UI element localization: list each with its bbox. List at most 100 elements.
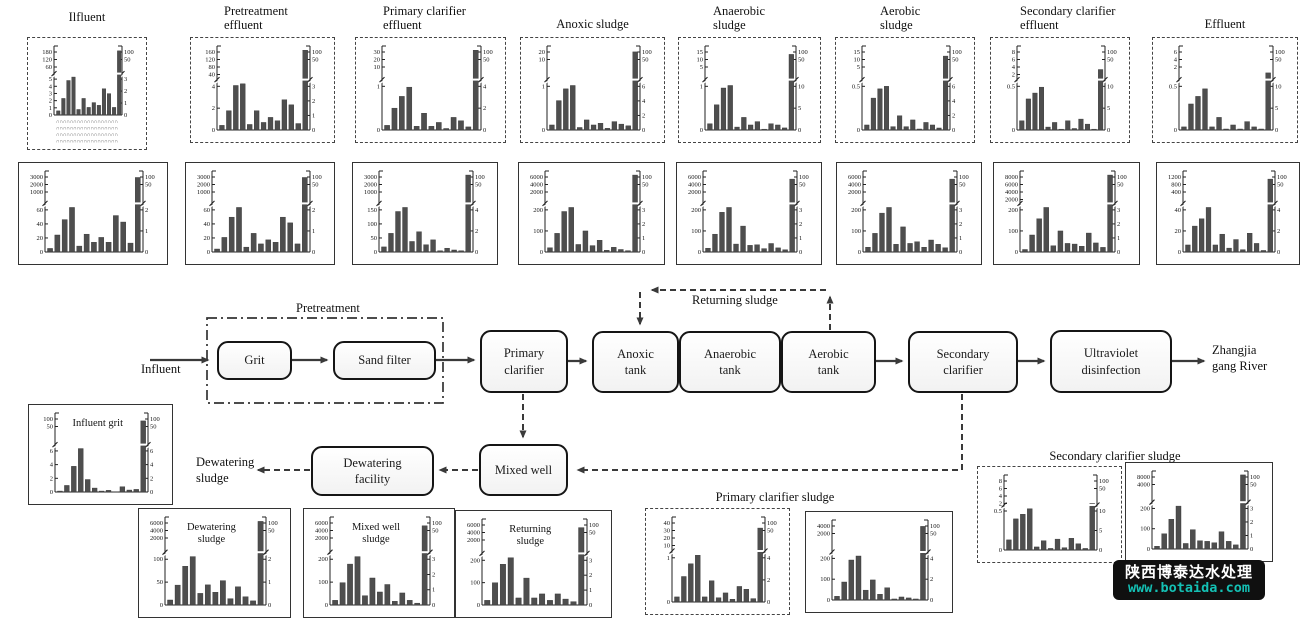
watermark: 陕西博泰达水处理 www.botaida.com [1113,560,1265,600]
svg-text:0: 0 [700,127,703,134]
svg-text:0: 0 [589,602,592,609]
svg-text:3000: 3000 [30,174,43,181]
svg-text:4: 4 [1012,64,1016,71]
svg-text:8000: 8000 [1005,174,1018,181]
svg-text:0: 0 [1099,547,1102,554]
svg-text:2: 2 [475,228,478,235]
svg-text:50: 50 [799,182,806,189]
node-mixed-well: Mixed well [479,444,568,496]
svg-text:50: 50 [47,424,54,431]
svg-text:3: 3 [1117,207,1120,214]
svg-text:20: 20 [664,535,671,542]
svg-text:2: 2 [999,501,1002,508]
svg-text:100: 100 [1140,526,1150,533]
svg-text:5: 5 [857,64,860,71]
svg-text:20: 20 [374,57,381,64]
svg-text:100: 100 [767,520,777,527]
svg-text:100: 100 [589,522,599,529]
svg-text:0: 0 [1250,546,1253,553]
svg-text:2: 2 [483,105,486,112]
svg-text:1: 1 [589,587,592,594]
svg-text:0: 0 [212,127,215,134]
svg-text:15: 15 [697,49,704,56]
svg-text:1: 1 [542,83,545,90]
svg-text:100: 100 [150,416,160,423]
svg-text:1: 1 [124,100,127,107]
svg-text:100: 100 [470,580,480,587]
svg-text:0: 0 [999,547,1002,554]
svg-text:10: 10 [854,57,861,64]
svg-text:3000: 3000 [197,174,210,181]
svg-text:2: 2 [642,221,645,228]
svg-text:50: 50 [475,182,482,189]
svg-text:0: 0 [377,127,380,134]
svg-text:2: 2 [1174,64,1177,71]
svg-text:3: 3 [959,207,962,214]
svg-text:100: 100 [799,174,809,181]
svg-text:10: 10 [664,543,671,550]
svg-text:50: 50 [930,531,937,538]
svg-text:2: 2 [145,207,148,214]
svg-text:0: 0 [124,112,127,119]
svg-text:0: 0 [325,602,328,609]
svg-text:50: 50 [268,528,275,535]
svg-text:sludge: sludge [517,536,545,547]
svg-text:200: 200 [318,556,328,563]
svg-text:Mixed well: Mixed well [352,522,400,533]
svg-text:100: 100 [312,174,322,181]
svg-text:2: 2 [212,105,215,112]
svg-text:100: 100 [145,174,155,181]
svg-text:1000: 1000 [30,189,43,196]
svg-text:0: 0 [1147,546,1150,553]
svg-text:0.5: 0.5 [994,508,1002,515]
svg-text:0: 0 [40,249,43,256]
svg-text:6: 6 [1012,57,1016,64]
svg-text:0: 0 [312,249,315,256]
svg-text:50: 50 [589,530,596,537]
svg-text:50: 50 [798,57,805,64]
svg-text:3: 3 [124,76,127,83]
svg-text:10: 10 [374,64,381,71]
svg-text:100: 100 [43,416,53,423]
svg-text:100: 100 [691,228,701,235]
svg-text:2000: 2000 [1005,197,1018,204]
svg-text:1: 1 [700,83,703,90]
svg-text:0: 0 [798,127,801,134]
svg-text:0: 0 [268,602,271,609]
svg-text:2000: 2000 [688,189,701,196]
svg-text:50: 50 [157,579,164,586]
svg-text:5: 5 [1099,528,1102,535]
svg-text:100: 100 [1275,49,1285,56]
svg-text:100: 100 [318,579,328,586]
svg-text:6: 6 [150,448,154,455]
label-primary-clarifier-sludge: Primary clarifier sludge [715,490,835,504]
svg-text:40: 40 [1175,207,1182,214]
node-aerobic-tank: Aerobic tank [781,331,876,393]
node-anoxic-tank: Anoxic tank [592,331,679,393]
svg-text:4: 4 [483,83,487,90]
svg-text:6: 6 [999,486,1003,493]
svg-text:30: 30 [664,528,671,535]
svg-text:2: 2 [1250,519,1253,526]
svg-text:0.5: 0.5 [1169,83,1177,90]
svg-text:5: 5 [49,76,52,83]
svg-text:0: 0 [477,602,480,609]
svg-text:4000: 4000 [688,182,701,189]
node-secondary-clarifier: Secondary clarifier [908,331,1018,393]
svg-text:50: 50 [1099,486,1106,493]
svg-text:1000: 1000 [197,189,210,196]
svg-text:0: 0 [312,127,315,134]
svg-text:3: 3 [1250,505,1253,512]
